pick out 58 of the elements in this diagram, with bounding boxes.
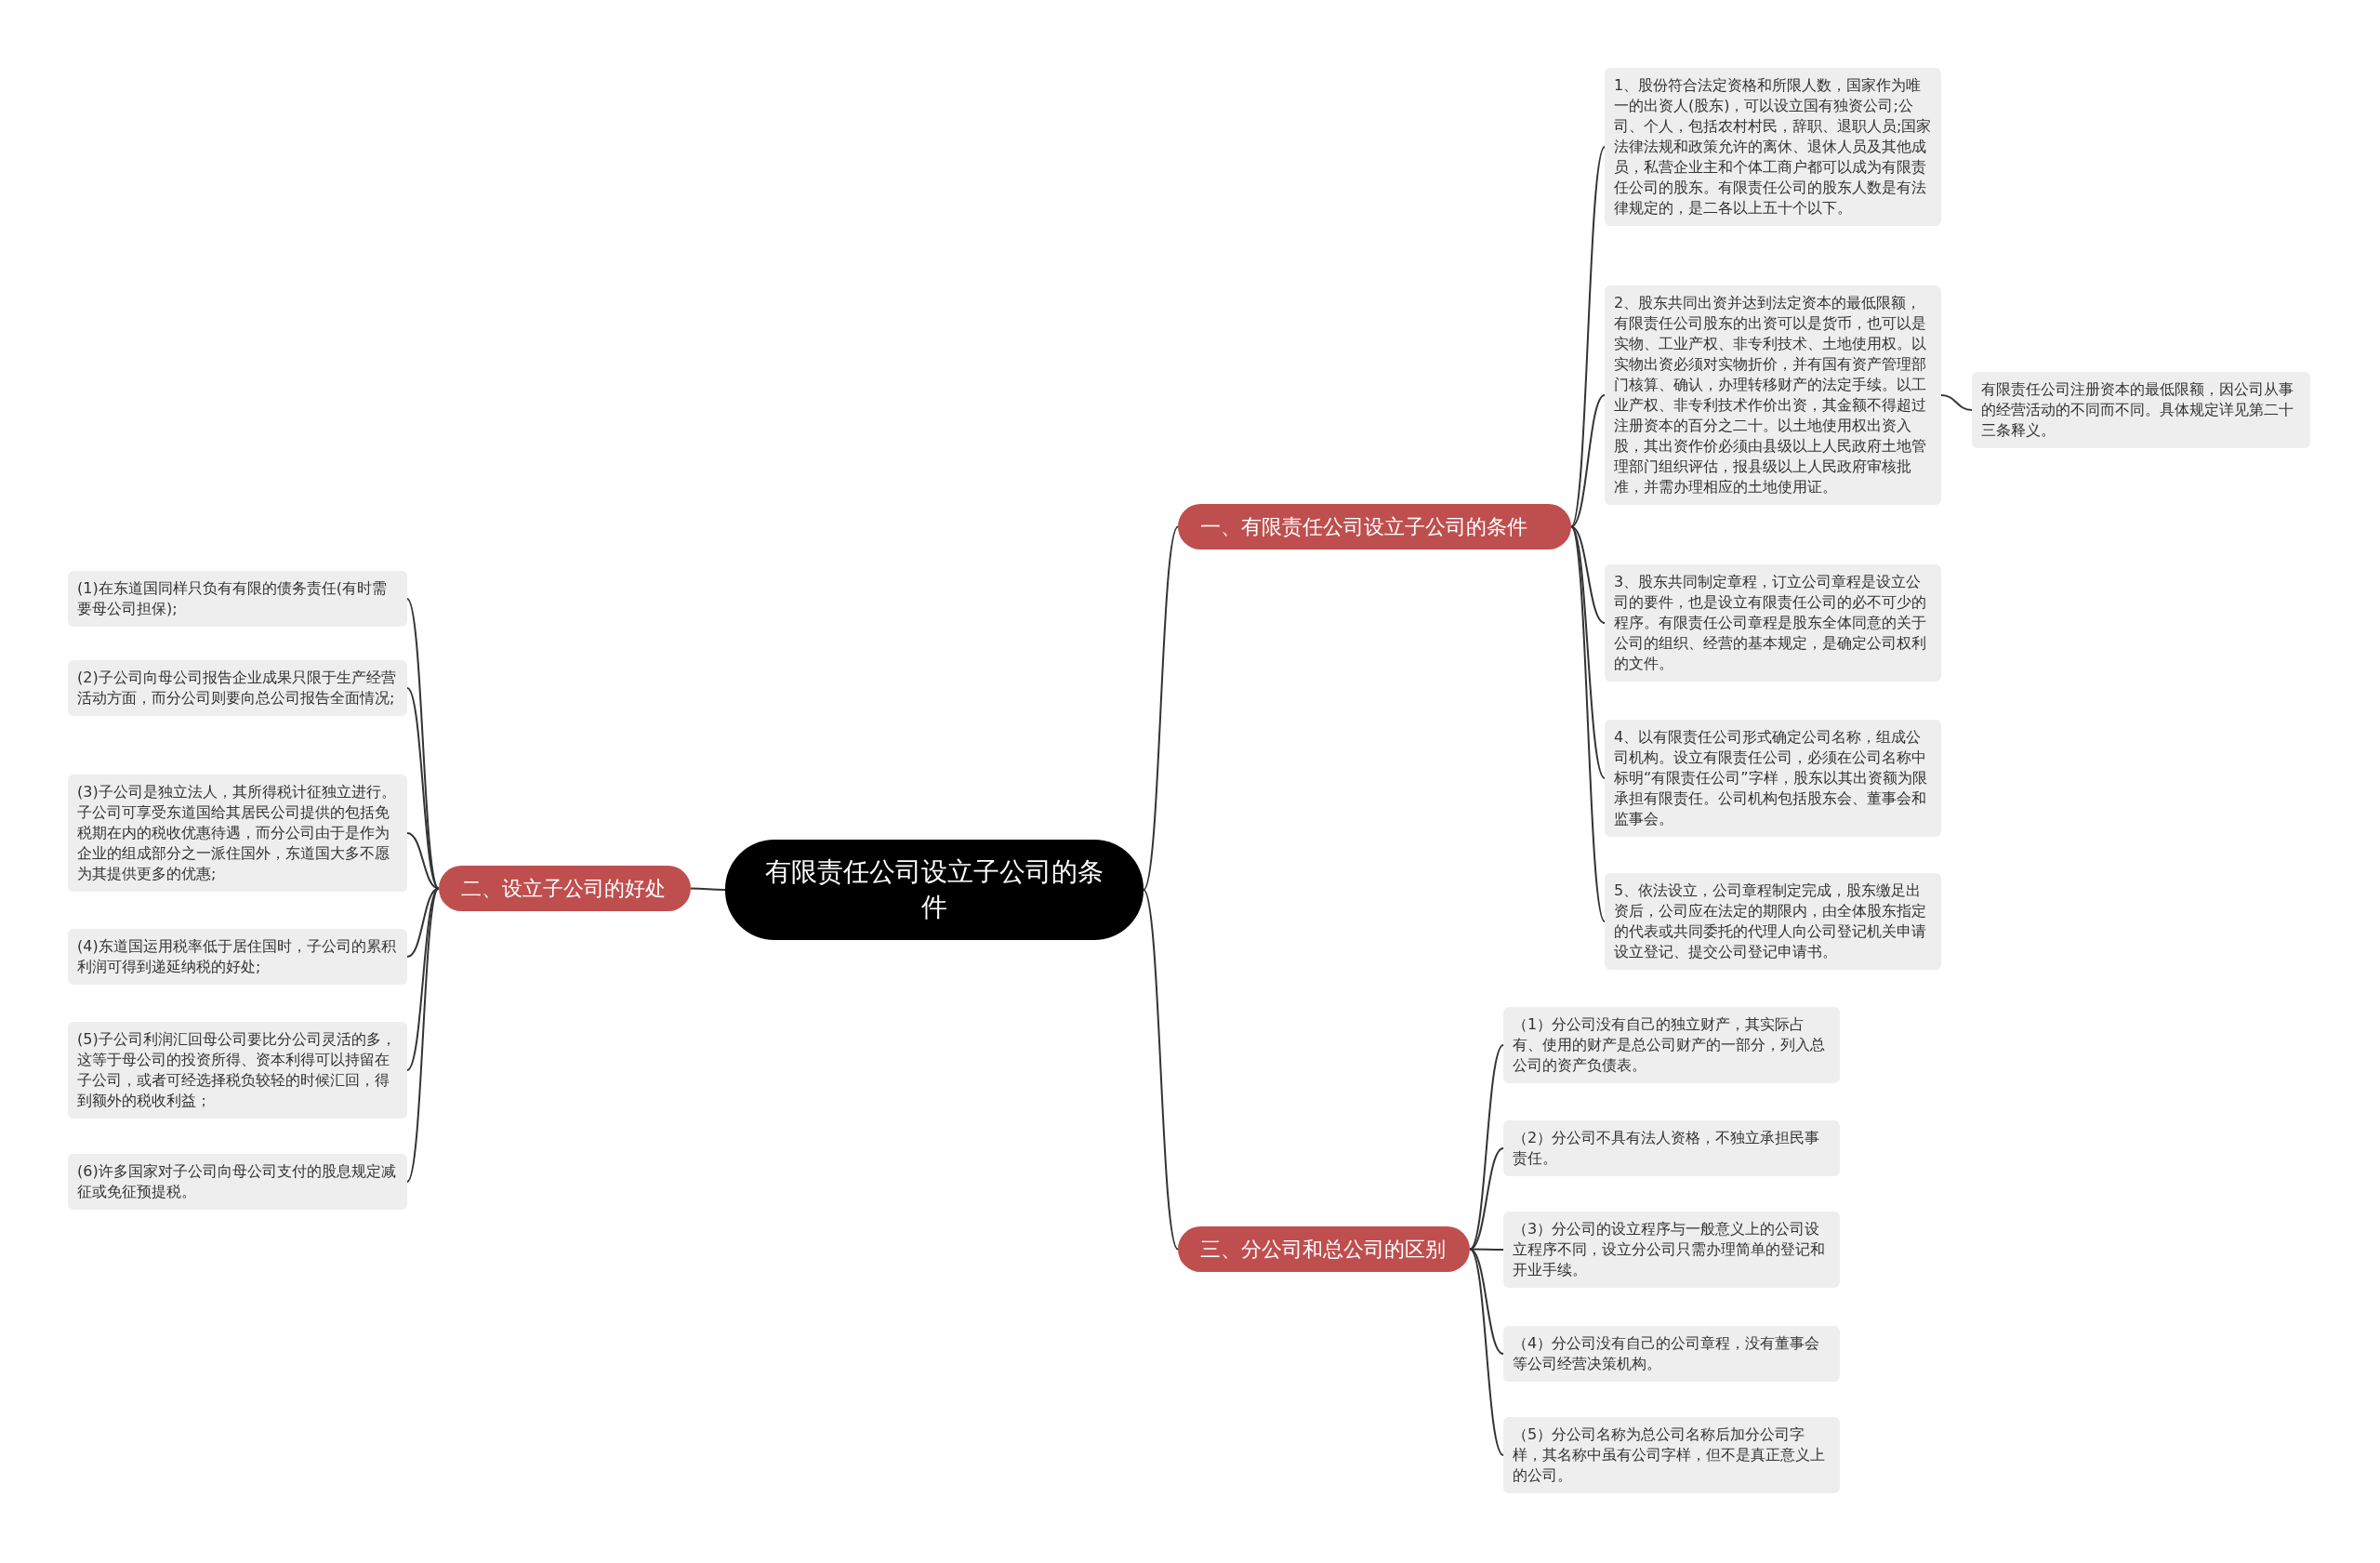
note-card bbox=[1503, 1007, 1840, 1083]
note-card bbox=[1972, 372, 2310, 448]
note-text: (4)东道国运用税率低于居住国时，子公司的累积利润可得到递延纳税的好处; bbox=[77, 937, 396, 975]
note-text: (1)在东道国同样只负有有限的债务责任(有时需要母公司担保); bbox=[77, 579, 387, 617]
note-card bbox=[68, 775, 407, 892]
note-card bbox=[68, 1154, 407, 1210]
note-card bbox=[1503, 1326, 1840, 1382]
note-card bbox=[1605, 68, 1941, 226]
connector-line bbox=[1570, 394, 1606, 528]
connector-line bbox=[1570, 525, 1606, 922]
note-text: 3、股东共同制定章程，订立公司章程是设立公司的要件，也是设立有限责任公司的必不可少的程序。有限责任公司章程是股东全体同意的关于公司的组织、经营的基本规定，是确定公司权利的文件。 bbox=[1614, 573, 1926, 672]
note-text: （1）分公司没有自己的独立财产，其实际占有、使用的财产是总公司财产的一部分，列入总公司的资产负债表。 bbox=[1513, 1015, 1825, 1074]
note-card bbox=[1503, 1417, 1840, 1493]
note-text: （4）分公司没有自己的公司章程，没有董事会等公司经营决策机构。 bbox=[1513, 1334, 1820, 1372]
branch-topic bbox=[1178, 504, 1571, 550]
connector-line bbox=[1469, 1248, 1504, 1456]
note-text: (2)子公司向母公司报告企业成果只限于生产经营活动方面，而分公司则要向总公司报告全面情况; bbox=[77, 669, 396, 707]
connector-line bbox=[1570, 525, 1606, 624]
branch-topic bbox=[1178, 1226, 1470, 1272]
connector-line bbox=[1940, 394, 1973, 411]
connector-line bbox=[1469, 1147, 1504, 1251]
note-text: （3）分公司的设立程序与一般意义上的公司设立程序不同，设立分公司只需办理简单的登记和开业手续。 bbox=[1513, 1220, 1825, 1278]
note-card bbox=[1605, 720, 1941, 837]
connector-line bbox=[406, 687, 440, 890]
note-text: (6)许多国家对子公司向母公司支付的股息规定减征或免征预提税。 bbox=[77, 1162, 396, 1200]
connector-line bbox=[1570, 146, 1606, 528]
note-text: 2、股东共同出资并达到法定资本的最低限额，有限责任公司股东的出资可以是货币，也可以是实物、工业产权、非专利技术、土地使用权。以实物出资必须对实物折价，并有国有资产管理部门核算、确认，办理转移财产的法定手续。以工业产权、非专利技术作价出资，其金额不得超过注册资本的百分之二十。以土地使用权出资入股，其出资作价必须由县级以上人民政府土地管理部门组织评估，报县级以上人民政府审核批准，并需办理相应的土地使用证。 bbox=[1614, 294, 1926, 496]
topic-text: 二、设立子公司的好处 bbox=[461, 875, 666, 902]
note-text: 1、股份符合法定资格和所限人数，国家作为唯一的出资人(股东)，可以设立国有独资公司;公司、个人，包括农村村民，辞职、退职人员;国家法律法规和政策允许的离休、退休人员及其他成员，私营企业主和个体工商户都可以成为有限责任公司的股东。有限责任公司的股东人数是有法律规定的，是二各以上五十个以下。 bbox=[1614, 76, 1932, 217]
note-card bbox=[68, 571, 407, 627]
note-card bbox=[68, 929, 407, 985]
connector-line bbox=[406, 598, 440, 890]
note-text: 5、依法设立，公司章程制定完成，股东缴足出资后，公司应在法定的期限内，由全体股东指定的代表或共同委托的代理人向公司登记机关申请设立登记、提交公司登记申请书。 bbox=[1614, 881, 1926, 960]
topic-text: 三、分公司和总公司的区别 bbox=[1200, 1236, 1446, 1263]
note-text: 4、以有限责任公司形式确定公司名称，组成公司机构。设立有限责任公司，必须在公司名称中标明“有限责任公司”字样，股东以其出资额为限承担有限责任。公司机构包括股东会、董事会和监事会。 bbox=[1614, 728, 1927, 828]
note-text: （2）分公司不具有法人资格，不独立承担民事责任。 bbox=[1513, 1129, 1820, 1167]
note-text: 有限责任公司注册资本的最低限额，因公司从事的经营活动的不同而不同。具体规定详见第二十三条释义。 bbox=[1981, 380, 2294, 439]
connector-line bbox=[690, 887, 726, 891]
branch-topic bbox=[439, 866, 691, 911]
note-text: （5）分公司名称为总公司名称后加分公司字样，其名称中虽有公司字样，但不是真正意义上的公司。 bbox=[1513, 1425, 1825, 1484]
topic-text: 有限责任公司设立子公司的条件 bbox=[764, 855, 1104, 924]
connector-line bbox=[1469, 1248, 1504, 1355]
note-card bbox=[68, 660, 407, 716]
connector-line bbox=[1143, 525, 1179, 891]
connector-line bbox=[406, 887, 440, 1183]
connector-line bbox=[1469, 1044, 1504, 1251]
connector-line bbox=[406, 832, 440, 890]
connector-line bbox=[1570, 525, 1606, 779]
note-text: (3)子公司是独立法人，其所得税计征独立进行。子公司可享受东道国给其居民公司提供的包括免税期在内的税收优惠待遇，而分公司由于是作为企业的组成部分之一派住国外，东道国大多不愿为其提供更多的优惠; bbox=[77, 783, 396, 882]
note-card bbox=[1605, 564, 1941, 682]
note-card bbox=[68, 1022, 407, 1119]
note-text: (5)子公司利润汇回母公司要比分公司灵活的多，这等于母公司的投资所得、资本利得可以持留在子公司，或者可经选择税负较轻的时候汇回，得到额外的税收利益； bbox=[77, 1030, 396, 1109]
connector-line bbox=[1143, 889, 1179, 1251]
note-card bbox=[1503, 1120, 1840, 1176]
topic-text: 一、有限责任公司设立子公司的条件 bbox=[1200, 513, 1527, 540]
note-card bbox=[1605, 873, 1941, 970]
connector-line bbox=[406, 887, 440, 1071]
note-card bbox=[1503, 1212, 1840, 1288]
